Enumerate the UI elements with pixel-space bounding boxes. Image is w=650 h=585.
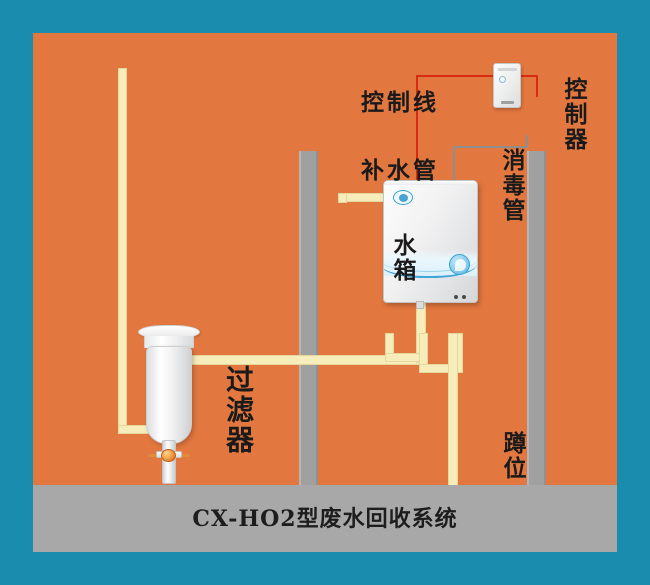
disinfection-pipe-horizontal [453,146,528,148]
partition-wall-middle [299,151,318,491]
controller-device[interactable] [493,63,521,108]
label-filter: 过滤器 [222,365,255,455]
filter-drain-stem [162,440,176,484]
supply-pipe-elbow [338,193,347,203]
controller-knob-icon[interactable] [499,76,506,83]
room-wall-background: 控制线 控制器 补水管 消毒管 水箱 过滤器 蹲位 CX-HO2型废水回收系统 [33,33,617,552]
pipe-left-riser [118,68,127,434]
filter-device[interactable] [138,325,200,485]
partition-wall-right [527,151,546,491]
tank-wave-line-primary [384,264,477,278]
label-controller: 控制器 [560,77,586,152]
filter-neck [144,336,194,348]
label-water-tank: 水箱 [389,233,415,283]
tank-wave-line-secondary [384,260,477,272]
tank-outlet-nozzle [416,301,424,309]
filter-valve-knob-icon[interactable] [161,449,176,462]
control-line-to-tank [416,75,418,225]
water-tank-device[interactable] [383,180,478,303]
controller-display-strip [498,68,517,71]
tank-top-edge [384,181,477,185]
tank-port-right [462,295,466,299]
tank-water-drop-icon [449,254,470,275]
control-line-to-controller [536,75,538,97]
label-supply-pipe: 补水管 [361,158,439,184]
controller-base [501,101,514,104]
floor-slab [33,485,617,552]
tank-brand-logo-icon [393,190,413,205]
tank-port-left [454,295,458,299]
diagram-title: CX-HO2型废水回收系统 [192,506,458,532]
label-disinfection-pipe: 消毒管 [498,148,524,223]
control-line-horizontal [416,75,538,77]
filter-body [146,346,192,444]
label-control-line: 控制线 [361,90,439,116]
disinfection-pipe-riser [526,135,528,148]
label-squat-position: 蹲位 [499,431,525,481]
